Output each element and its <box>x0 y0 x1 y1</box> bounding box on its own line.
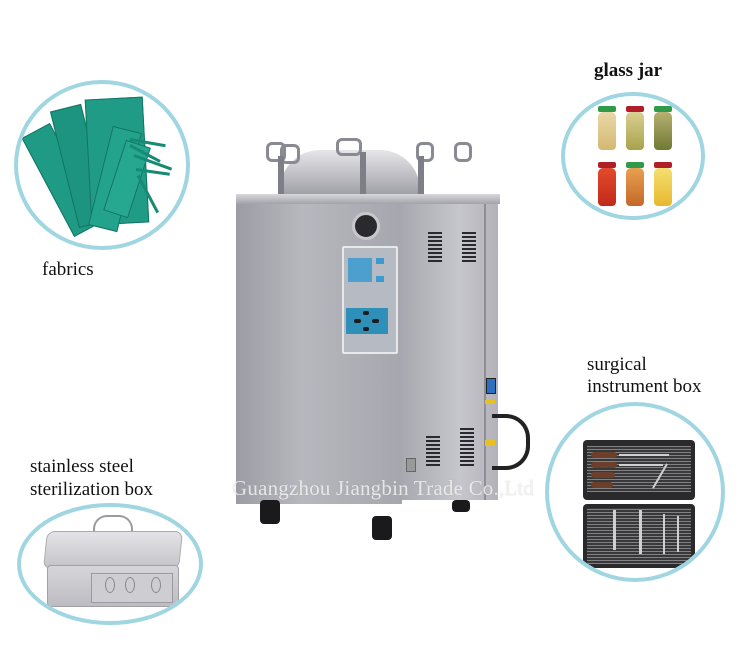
control-panel <box>342 246 398 354</box>
left-button[interactable] <box>354 319 361 323</box>
caster-wheel <box>372 516 392 540</box>
power-switch <box>486 378 496 394</box>
box-handle <box>93 515 133 537</box>
surgical-box-label-line1: surgical <box>587 354 647 375</box>
vent-grille <box>428 232 442 262</box>
steel-box-label-line1: stainless steel <box>30 456 134 477</box>
autoclave-image <box>222 128 540 548</box>
lid-clamp <box>266 142 286 162</box>
fabrics-image <box>18 84 186 246</box>
glass-jar-label: glass jar <box>594 60 663 81</box>
vent-grille <box>426 436 440 468</box>
down-button[interactable] <box>363 327 369 331</box>
vent-grille <box>462 232 476 262</box>
lid-clamp <box>416 142 434 162</box>
up-button[interactable] <box>363 311 369 315</box>
lid-clamp <box>454 142 472 162</box>
steel-box-circle <box>17 503 203 625</box>
drain-valve <box>406 458 416 472</box>
surgical-box-circle <box>545 402 725 582</box>
glass-jar-circle <box>561 92 705 220</box>
autoclave-lid <box>280 150 420 198</box>
steel-box-image <box>21 507 199 621</box>
steel-box-label-line2: sterilization box <box>30 479 153 500</box>
box-lid <box>43 531 183 569</box>
keypad <box>346 308 388 334</box>
lid-clamp <box>280 144 300 164</box>
display-screen <box>348 258 372 282</box>
vent-grille <box>460 428 474 468</box>
right-button[interactable] <box>372 319 379 323</box>
lid-clamp <box>336 138 362 156</box>
glass-jar-image <box>565 96 701 216</box>
power-cable <box>492 414 530 470</box>
watermark: Guangzhou Jiangbin Trade Co.,Ltd <box>232 476 535 500</box>
surgical-box-image <box>549 406 721 578</box>
caster-wheel <box>452 500 470 512</box>
fabrics-circle <box>14 80 190 250</box>
fabrics-label: fabrics <box>42 259 94 280</box>
caster-wheel <box>260 500 280 524</box>
pressure-gauge <box>352 212 380 240</box>
autoclave-side <box>402 204 498 500</box>
surgical-box-label-line2: instrument box <box>587 376 702 397</box>
